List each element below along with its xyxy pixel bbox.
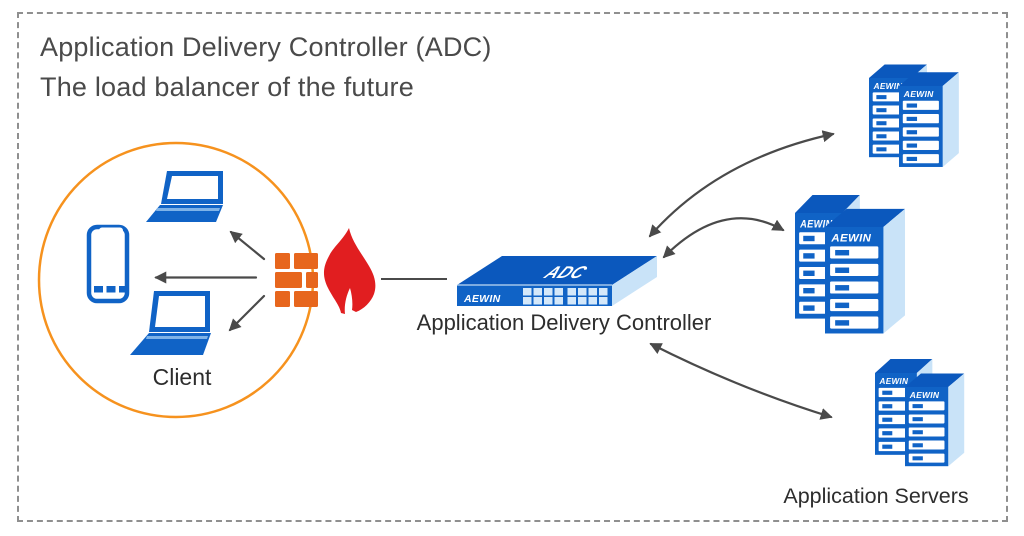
adc-side-face — [612, 256, 657, 306]
arrow-to-laptop-top — [229, 230, 266, 261]
servers-label: Application Servers — [783, 484, 969, 508]
arrow-adc-server-bottom — [649, 342, 833, 420]
server-tower — [899, 72, 959, 167]
arrow-adc-server-middle — [662, 217, 785, 259]
title-line-2: The load balancer of the future — [40, 72, 414, 102]
server-bottom-icon — [875, 359, 965, 467]
server-tower — [905, 373, 965, 467]
title-line-1: Application Delivery Controller (ADC) — [40, 32, 492, 62]
arrow-to-laptop-bottom — [228, 294, 266, 332]
smartphone-icon — [86, 224, 130, 304]
adc-brand-text: AEWIN — [463, 293, 501, 305]
adc-top-face — [457, 256, 657, 285]
server-middle-icon — [795, 195, 906, 334]
adc-ports — [523, 288, 608, 305]
adc-model-text: ADC — [539, 264, 591, 283]
laptop-icon-top — [146, 171, 223, 222]
adc-appliance-icon: ADC AEWIN — [457, 256, 657, 306]
server-tower — [825, 208, 906, 334]
adc-label: Application Delivery Controller — [416, 310, 712, 335]
client-label: Client — [152, 364, 212, 390]
diagram-title: Application Delivery Controller (ADC) Th… — [40, 27, 492, 107]
server-arrows — [648, 130, 835, 420]
client-arrows — [154, 230, 266, 332]
laptop-icon-bottom — [130, 291, 211, 355]
firewall-icon — [275, 253, 318, 307]
flame-icon — [323, 228, 376, 314]
arrow-adc-server-top — [648, 130, 835, 238]
server-top-icon — [869, 64, 959, 167]
